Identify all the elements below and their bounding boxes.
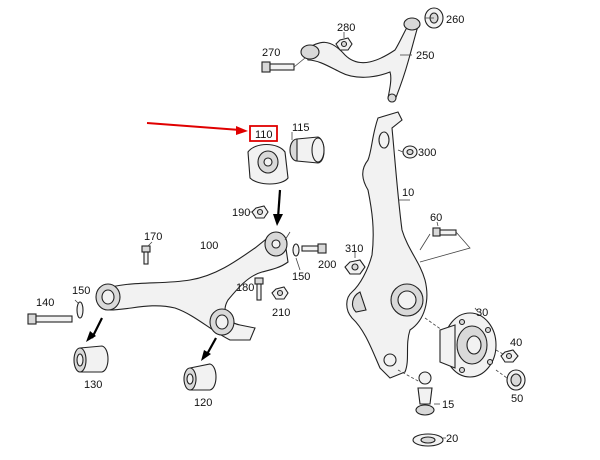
callout-280[interactable]: 280 <box>337 22 355 34</box>
callout-10[interactable]: 10 <box>402 187 414 199</box>
callout-30[interactable]: 30 <box>476 307 488 319</box>
callout-170[interactable]: 170 <box>144 231 162 243</box>
bolt-170[interactable] <box>141 245 151 265</box>
callout-250[interactable]: 250 <box>416 50 434 62</box>
upper-control-arm[interactable] <box>300 17 421 103</box>
bolt-180[interactable] <box>254 277 264 301</box>
callout-50[interactable]: 50 <box>511 393 523 405</box>
bolt-60[interactable] <box>432 227 457 237</box>
highlight-arrow <box>146 122 248 135</box>
callout-270[interactable]: 270 <box>262 47 280 59</box>
ring-50[interactable] <box>506 369 526 391</box>
washer-150-left[interactable] <box>76 301 84 319</box>
bolt-140[interactable] <box>27 313 73 325</box>
callout-260[interactable]: 260 <box>446 14 464 26</box>
bolt-200[interactable] <box>301 243 327 254</box>
ball-joint[interactable] <box>415 371 435 416</box>
callout-100[interactable]: 100 <box>200 240 218 252</box>
callout-15[interactable]: 15 <box>442 399 454 411</box>
steering-knuckle[interactable] <box>346 111 428 379</box>
bolt-270[interactable] <box>261 61 295 73</box>
nut-190[interactable] <box>251 205 269 219</box>
callout-115[interactable]: 115 <box>292 122 310 134</box>
callout-310[interactable]: 310 <box>345 243 363 255</box>
bushing-115[interactable] <box>289 136 325 164</box>
lower-control-arm[interactable] <box>95 231 289 341</box>
bushing-300[interactable] <box>402 145 418 159</box>
bushing-130[interactable] <box>73 345 109 373</box>
wheel-hub[interactable] <box>439 312 497 378</box>
nut-280[interactable] <box>335 37 353 51</box>
callout-190[interactable]: 190 <box>232 207 250 219</box>
assembly-arrow <box>273 189 283 226</box>
callout-200[interactable]: 200 <box>318 259 336 271</box>
callout-150-left[interactable]: 150 <box>72 285 90 297</box>
bushing-110[interactable] <box>247 143 289 185</box>
callout-150-right[interactable]: 150 <box>292 271 310 283</box>
callout-20[interactable]: 20 <box>446 433 458 445</box>
callout-210[interactable]: 210 <box>272 307 290 319</box>
nut-210[interactable] <box>271 286 289 300</box>
callout-300[interactable]: 300 <box>418 147 436 159</box>
assembly-arrow <box>86 317 103 342</box>
callout-130[interactable]: 130 <box>84 379 102 391</box>
callout-40[interactable]: 40 <box>510 337 522 349</box>
callout-110[interactable]: 110 <box>255 129 273 141</box>
nut-310[interactable] <box>344 259 366 275</box>
callout-180[interactable]: 180 <box>236 282 254 294</box>
bushing-120[interactable] <box>183 363 217 391</box>
callout-140[interactable]: 140 <box>36 297 54 309</box>
assembly-arrow <box>201 337 217 361</box>
dust-boot[interactable] <box>412 433 444 447</box>
highlight-box <box>249 125 278 142</box>
callout-120[interactable]: 120 <box>194 397 212 409</box>
nut-40[interactable] <box>500 349 519 363</box>
callout-60[interactable]: 60 <box>430 212 442 224</box>
washer-150-right[interactable] <box>292 243 300 257</box>
